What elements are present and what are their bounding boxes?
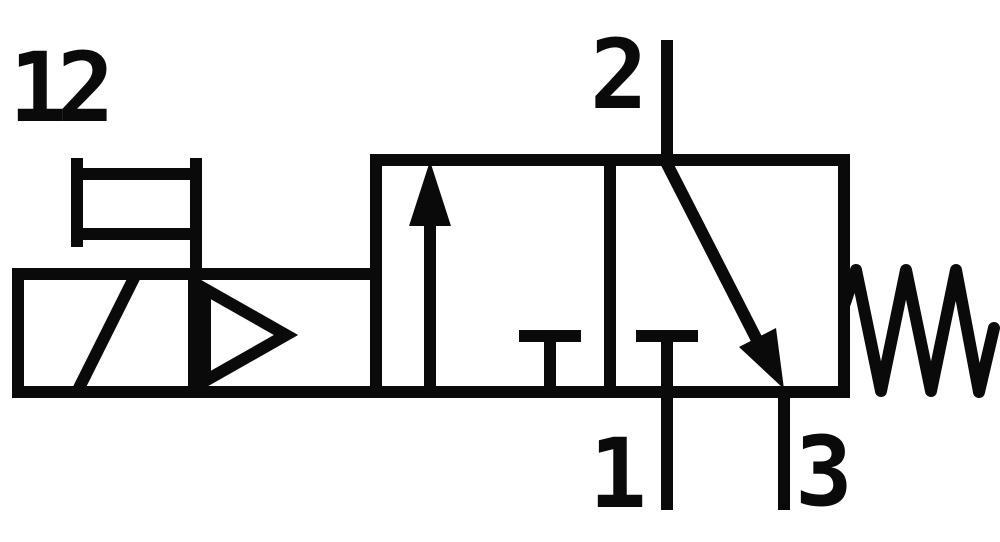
pilot-port-label: 12 [9,32,115,144]
up-arrow-head [409,161,451,226]
diagonal-arrow-head [739,328,784,389]
solenoid-coil-icon [72,273,141,393]
port-2-label: 2 [590,19,648,131]
diagonal-arrow-icon [660,159,784,389]
pilot-triangle-icon [199,278,299,392]
port-1-label: 1 [589,418,647,530]
spring-icon [839,264,1000,398]
diagonal-arrow-shaft [660,159,763,343]
valve-body [370,154,850,398]
pilot-bracket [71,158,202,274]
solenoid-actuator-box [12,268,382,398]
up-arrow-icon [409,161,451,388]
port-3-label: 3 [795,416,853,528]
blocked-port-left-icon [519,330,581,388]
